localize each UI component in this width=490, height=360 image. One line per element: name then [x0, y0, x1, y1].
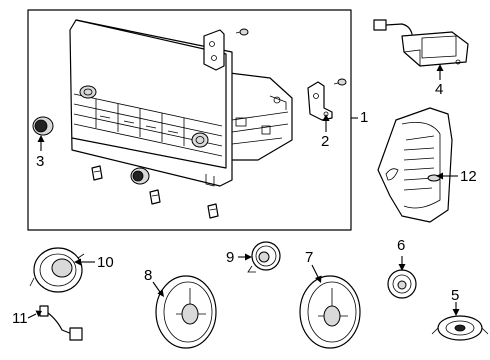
callout-5: 5: [451, 287, 460, 304]
speaker-enclosure-part-12: [377, 107, 453, 223]
tweeter-part-10: [29, 247, 85, 293]
speaker-part-6: [387, 269, 417, 299]
grommet-part-3: [32, 116, 54, 136]
callout-12: 12: [460, 168, 477, 185]
callout-6: 6: [397, 237, 406, 254]
callout-8: 8: [144, 267, 153, 284]
clip-3: [207, 203, 219, 219]
mounting-bracket-upper: [203, 28, 249, 71]
speaker-part-8: [155, 275, 217, 349]
callout-2: 2: [321, 133, 330, 150]
clips: [91, 165, 219, 219]
assembly-box: [27, 9, 352, 231]
harness-part-11: [39, 305, 83, 341]
speaker-part-9: [247, 241, 281, 273]
callout-7: 7: [305, 249, 314, 266]
speaker-part-7: [299, 275, 361, 349]
callout-1: 1: [360, 109, 369, 126]
callout-10: 10: [97, 254, 114, 271]
bracket-part-2: [307, 81, 333, 121]
clip-2: [149, 189, 161, 205]
head-unit-display: [69, 19, 293, 187]
clip-1: [91, 165, 103, 181]
knob-cap: [130, 167, 150, 185]
callout-4: 4: [435, 81, 444, 98]
callout-3: 3: [36, 153, 45, 170]
bolt-small: [333, 78, 347, 86]
bolt-icon: [239, 28, 249, 36]
callout-9: 9: [226, 249, 235, 266]
callout-11: 11: [12, 310, 28, 327]
speaker-part-5: [431, 315, 489, 341]
leader-lines: [27, 64, 460, 319]
module-part-4: [373, 19, 469, 67]
head-unit-assembly-frame: [27, 9, 352, 231]
